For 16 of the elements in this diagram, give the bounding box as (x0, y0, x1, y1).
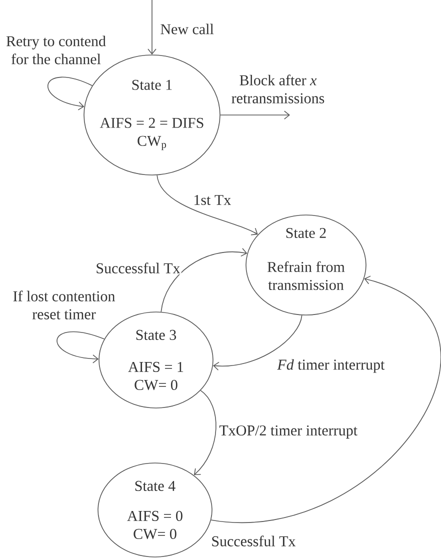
edge-label: Successful Tx (210, 534, 297, 548)
arrow (148, 0, 156, 55)
curved-arrow (213, 314, 302, 371)
edge-label: Successful Tx (94, 262, 182, 274)
loop-arrow (48, 76, 93, 110)
edge-label: Fd timer interrupt (276, 358, 386, 374)
curved-arrow (210, 276, 441, 523)
loop-arrow (56, 331, 105, 364)
edge-label: Block after x retransmissions (227, 74, 329, 104)
curved-arrow (194, 390, 216, 476)
curved-arrow (160, 248, 248, 312)
edge-label: TxOP/2 timer interrupt (218, 424, 358, 440)
arrow (220, 110, 290, 120)
curved-arrow (156, 174, 258, 236)
edge-label: New call (159, 22, 215, 36)
edge-label: 1st Tx (192, 194, 232, 206)
